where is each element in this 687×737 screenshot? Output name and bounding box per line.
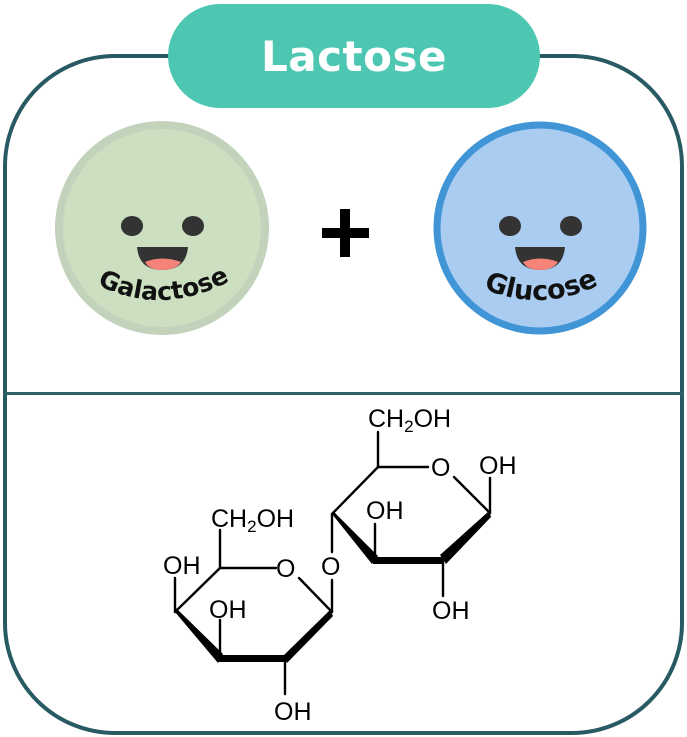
- galactose-ch2oh-label: CH2OH: [211, 505, 294, 536]
- glucose-oh-c3: OH: [366, 497, 404, 525]
- glucose-ch2oh-label: CH2OH: [368, 405, 451, 436]
- smiley-face-icon: [121, 216, 204, 270]
- glucose-oh-c1: OH: [479, 452, 517, 480]
- glucose-ring-oxygen: O: [431, 454, 450, 482]
- glucose-oh-c2: OH: [432, 597, 470, 625]
- galactose-ring-oxygen: O: [276, 555, 295, 583]
- glucose-circle: [433, 121, 647, 335]
- galactose-oh-c3: OH: [209, 596, 247, 624]
- plus-icon: [322, 209, 370, 257]
- smiley-face-icon: [499, 216, 582, 270]
- galactose-oh-c4: OH: [163, 552, 201, 580]
- page-title: Lactose: [261, 31, 447, 81]
- title-badge: Lactose: [168, 4, 540, 108]
- galactose-oh-c2: OH: [274, 698, 312, 726]
- galactose-circle: [55, 121, 269, 335]
- glycosidic-oxygen: O: [321, 553, 340, 581]
- section-divider: [3, 392, 684, 395]
